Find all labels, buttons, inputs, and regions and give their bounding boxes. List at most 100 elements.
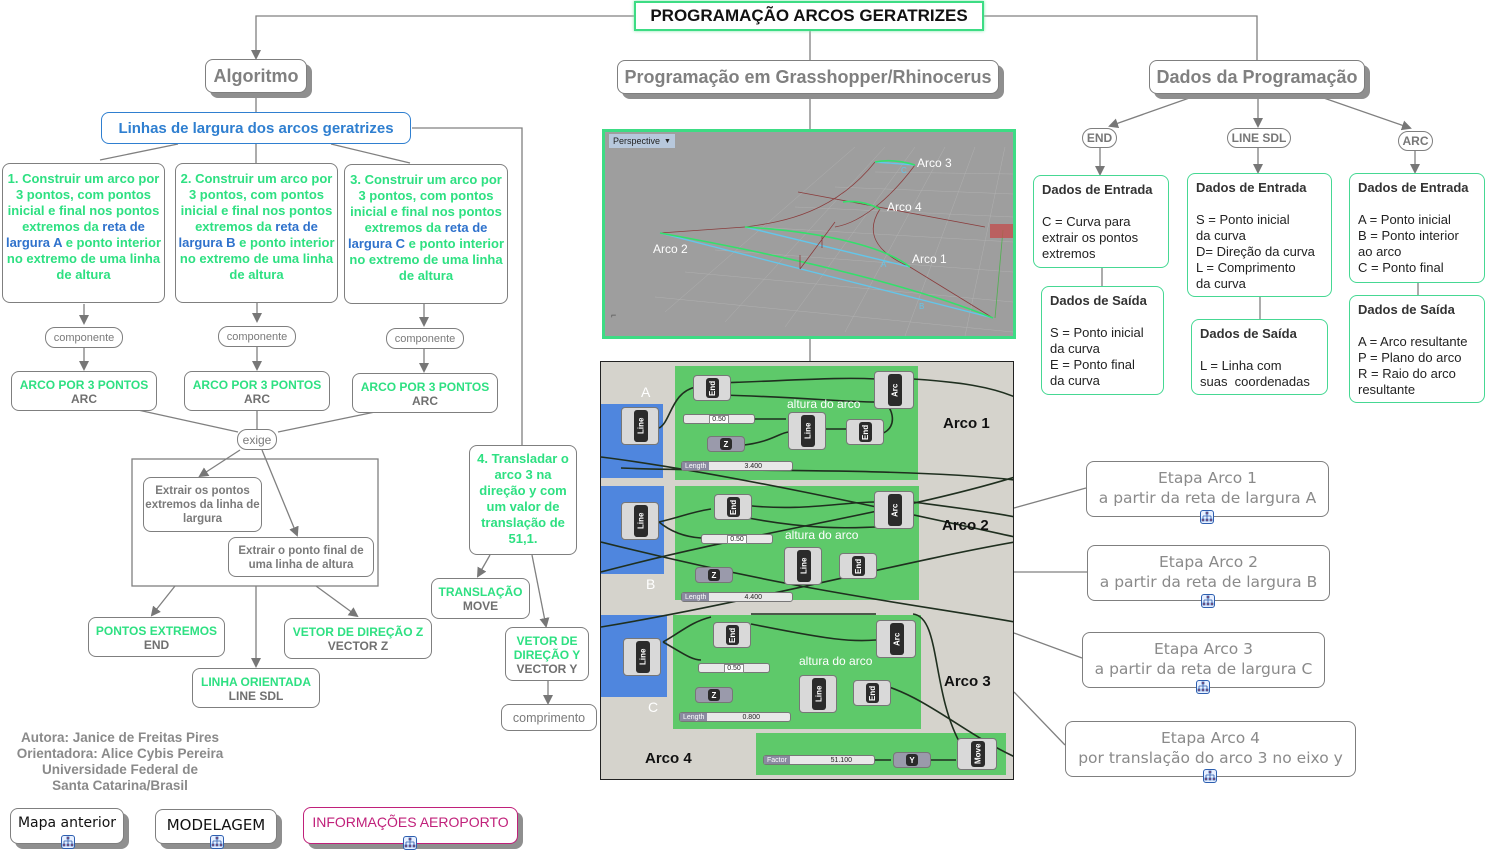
altura-label-3: altura do arco — [799, 654, 873, 668]
linked-map-icon[interactable] — [1203, 769, 1217, 783]
component-code: MOVE — [462, 599, 499, 613]
linked-map-icon[interactable] — [1201, 594, 1215, 608]
stage-title: Etapa Arco 3 — [1153, 640, 1254, 658]
step-3-node[interactable]: 3. Construir um arco por 3 pontos, com p… — [344, 164, 508, 304]
gh-param-slider[interactable]: 0.50 — [683, 414, 755, 424]
gh-arc-component[interactable]: Arc — [874, 371, 914, 409]
gh-param-slider[interactable]: 0.50 — [701, 534, 773, 544]
category-arc[interactable]: ARC — [1398, 131, 1433, 151]
linked-map-icon[interactable] — [403, 836, 417, 850]
credit-author: Autora: Janice de Freitas Pires — [20, 730, 220, 745]
component-name: VETOR DE DIREÇÃO Y — [513, 634, 581, 662]
width-label-a: A — [641, 384, 651, 400]
group-label-arco-3: Arco 3 — [944, 673, 991, 690]
box-line: da curva — [1196, 228, 1246, 243]
step-4-node[interactable]: 4. Transladar o arco 3 na direção y com … — [469, 445, 577, 555]
category-end[interactable]: END — [1082, 128, 1117, 148]
componente-link-label: componente — [386, 328, 464, 349]
gh-end-height-component[interactable]: End — [853, 680, 891, 706]
gh-param-slider[interactable]: 0.50 — [698, 663, 770, 673]
stage-subtitle: a partir da reta de largura C — [1094, 660, 1313, 678]
stage-title: Etapa Arco 2 — [1158, 553, 1259, 571]
arc-input-box: Dados de Entrada A = Ponto inicial B = P… — [1349, 173, 1485, 283]
altura-label-1: altura do arco — [787, 397, 861, 411]
gh-line-height-component[interactable]: Line — [799, 675, 837, 713]
box-line: L = Linha com — [1200, 358, 1282, 373]
width-lines-node[interactable]: Linhas de largura dos arcos geratrizes — [101, 112, 411, 144]
gh-arc-component[interactable]: Arc — [874, 491, 914, 529]
line-input-box: Dados de Entrada S = Ponto inicial da cu… — [1187, 173, 1332, 297]
algoritmo-node[interactable]: Algoritmo — [205, 59, 307, 93]
grasshopper-node[interactable]: Programação em Grasshopper/Rhinocerus — [617, 60, 999, 94]
gh-end-height-component[interactable]: End — [839, 553, 877, 579]
nav-label: INFORMAÇÕES AEROPORTO — [312, 814, 509, 830]
component-name: ARCO POR 3 PONTOS — [192, 378, 322, 392]
component-code: ARC — [71, 392, 97, 406]
stage-arco-2[interactable]: Etapa Arco 2 a partir da reta de largura… — [1087, 545, 1330, 601]
extract-endpoints-node[interactable]: Extrair os pontos extremos da linha de l… — [143, 477, 262, 532]
dados-programacao-node[interactable]: Dados da Programação — [1149, 60, 1365, 94]
width-label-c: C — [648, 699, 659, 715]
componente-link-label: componente — [45, 327, 123, 348]
gh-end-component[interactable]: End — [713, 622, 751, 648]
arc-output-box: Dados de Saída A = Arco resultante P = P… — [1349, 295, 1485, 403]
step-text: e ponto interior no extremo de uma linha… — [349, 236, 505, 283]
gh-line-component-c[interactable]: Line — [623, 638, 661, 676]
nav-label: Mapa anterior — [17, 815, 117, 831]
component-code: VECTOR Y — [516, 662, 578, 676]
stage-arco-4[interactable]: Etapa Arco 4 por translação do arco 3 no… — [1065, 721, 1356, 777]
component-code: LINE SDL — [228, 689, 284, 703]
modelagem-button[interactable]: MODELAGEM — [155, 809, 277, 844]
gh-line-component-a[interactable]: Line — [621, 407, 659, 445]
step-2-node[interactable]: 2. Construir um arco por 3 pontos, com p… — [175, 163, 338, 303]
viewport-label-arco-1: Arco 1 — [912, 252, 947, 266]
component-name: LINHA ORIENTADA — [201, 675, 311, 689]
exige-link-label: exige — [237, 429, 277, 450]
box-title: Dados de Entrada — [1042, 182, 1153, 197]
gh-line-height-component[interactable]: Line — [784, 547, 822, 585]
gh-vector-z-component[interactable]: Z — [695, 567, 733, 583]
gh-arc-component[interactable]: Arc — [876, 620, 916, 658]
rhino-viewport[interactable]: Perspective▼ Arco 3 Arco 4 Arco 2 Arco 1… — [602, 129, 1016, 339]
dropdown-arrow-icon[interactable]: ▼ — [664, 137, 671, 145]
category-line-sdl[interactable]: LINE SDL — [1227, 128, 1291, 148]
gh-vector-z-component[interactable]: Z — [695, 687, 733, 703]
gh-end-height-component[interactable]: End — [846, 419, 884, 445]
gh-line-component-b[interactable]: Line — [621, 502, 659, 540]
linked-map-icon[interactable] — [1196, 680, 1210, 694]
group-label-arco-4: Arco 4 — [645, 750, 692, 767]
linked-map-icon[interactable] — [1200, 510, 1214, 524]
stage-arco-1[interactable]: Etapa Arco 1 a partir da reta de largura… — [1086, 461, 1329, 517]
gh-end-component[interactable]: End — [714, 494, 752, 520]
extract-height-endpoint-node[interactable]: Extrair o ponto final de uma linha de al… — [228, 537, 374, 577]
viewport-label-arco-4: Arco 4 — [887, 200, 922, 214]
step-highlight: reta de largura A — [5, 219, 145, 250]
gh-vector-y-component[interactable]: Y — [893, 752, 931, 768]
component-code: END — [143, 638, 170, 652]
box-line: suas coordenadas — [1200, 374, 1310, 389]
gh-move-component[interactable]: Move — [957, 738, 997, 770]
credit-advisor: Orientadora: Alice Cybis Pereira — [16, 746, 224, 761]
linked-map-icon[interactable] — [61, 835, 75, 849]
gh-end-component[interactable]: End — [693, 375, 731, 401]
step-text: 3. Construir um arco por 3 pontos, com p… — [350, 172, 502, 235]
viewport-tab[interactable]: Perspective▼ — [609, 134, 675, 148]
grasshopper-canvas[interactable]: Line Line Line End Arc Line End Z 0.50 L… — [600, 361, 1014, 780]
gh-line-height-component[interactable]: Line — [788, 412, 826, 450]
linked-map-icon[interactable] — [210, 835, 224, 849]
gh-vector-z-component[interactable]: Z — [707, 436, 745, 452]
component-code: ARC — [244, 392, 270, 406]
step-1-node[interactable]: 1. Construir um arco por 3 pontos, com p… — [2, 163, 165, 303]
